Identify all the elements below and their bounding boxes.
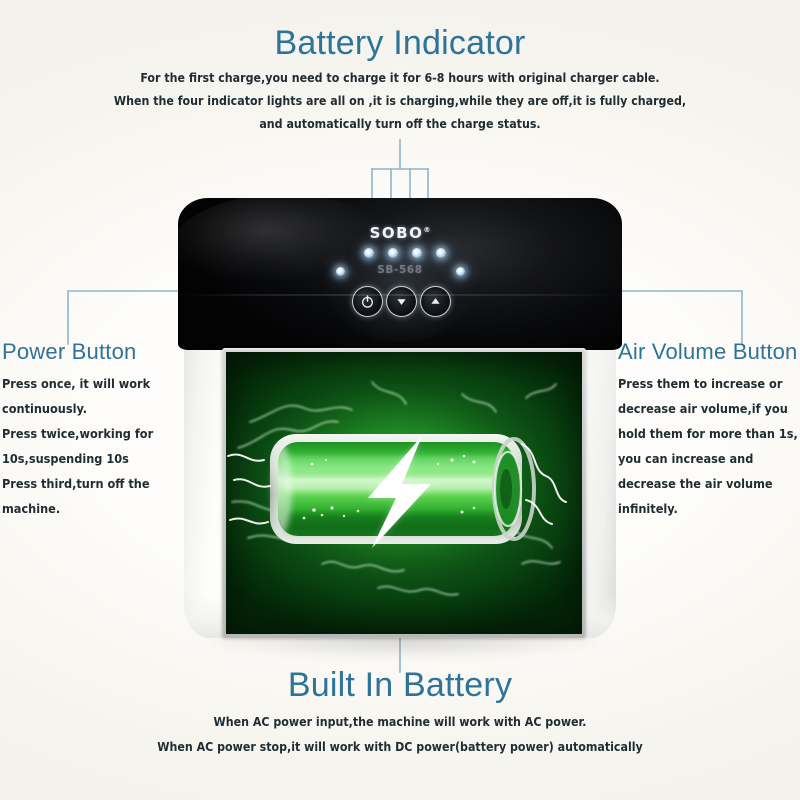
device-screen-frame	[222, 348, 586, 638]
electric-arcs-back	[231, 381, 561, 596]
chevron-up-icon	[428, 294, 443, 309]
chevron-down-icon	[394, 294, 409, 309]
description-line: Press third,turn off the	[2, 476, 150, 492]
power-button-description: Press once, it will work continuously. P…	[2, 371, 180, 521]
description-line: hold them for more than 1s,	[618, 426, 798, 442]
power-button-section: Power Button Press once, it will work co…	[2, 340, 180, 521]
air-volume-button-section: Air Volume Button Press them to increase…	[618, 340, 800, 521]
power-icon	[360, 294, 375, 309]
battery-body	[270, 434, 536, 544]
description-line: 10s,suspending 10s	[2, 451, 129, 467]
description-line: When the four indicator lights are all o…	[113, 93, 687, 108]
built-in-battery-title: Built In Battery	[287, 666, 513, 704]
description-line: decrease air volume,if you	[618, 401, 788, 417]
brand-logo: SOBO®	[330, 224, 470, 242]
decrease-air-volume-button[interactable]	[386, 286, 417, 317]
model-number: SB-568	[377, 264, 423, 276]
indicator-led-1	[364, 248, 374, 258]
control-panel: SOBO® SB-568	[324, 216, 476, 342]
description-line: decrease the air volume	[618, 476, 773, 492]
description-line: For the first charge,you need to charge …	[140, 70, 660, 85]
device-black-housing: SOBO® SB-568	[178, 198, 622, 350]
callout-left	[67, 290, 197, 345]
description-line: continuously.	[2, 401, 88, 417]
product-device-image: SOBO® SB-568	[178, 198, 622, 658]
page-title: Battery Indicator	[274, 24, 526, 62]
description-line: Press twice,working for	[2, 426, 154, 442]
indicator-led-4	[436, 248, 446, 258]
power-button[interactable]	[352, 286, 383, 317]
sparkle-dots	[302, 454, 476, 520]
description-line: Press once, it will work	[2, 376, 151, 392]
air-volume-button-title: Air Volume Button	[618, 339, 798, 364]
indicator-led-side-left	[336, 267, 345, 276]
indicator-led-3	[412, 248, 422, 258]
indicator-led-2	[388, 248, 398, 258]
brand-name: SOBO	[369, 224, 424, 242]
indicator-led-side-right	[456, 267, 465, 276]
description-line: and automatically turn off the charge st…	[259, 116, 541, 131]
description-line: infinitely.	[618, 501, 678, 517]
description-line: machine.	[2, 501, 61, 517]
battery-artwork	[227, 372, 567, 596]
description-line: Press them to increase or	[618, 376, 783, 392]
description-line: When AC power input,the machine will wor…	[213, 714, 587, 729]
panel-glow	[324, 216, 476, 342]
registered-trademark-icon: ®	[423, 226, 431, 234]
battery-indicator-description: For the first charge,you need to charge …	[0, 67, 800, 136]
increase-air-volume-button[interactable]	[420, 286, 451, 317]
built-in-battery-description: When AC power input,the machine will wor…	[0, 710, 800, 760]
air-volume-button-description: Press them to increase or decrease air v…	[618, 371, 800, 521]
built-in-battery-section: Built In Battery When AC power input,the…	[0, 666, 800, 760]
battery-indicator-section: Battery Indicator For the first charge,y…	[0, 24, 800, 136]
power-button-title: Power Button	[2, 339, 137, 364]
description-line: When AC power stop,it will work with DC …	[157, 739, 643, 754]
description-line: you can increase and	[618, 451, 754, 467]
device-screen	[226, 352, 582, 634]
lightning-bolt-icon	[368, 436, 431, 548]
electric-arcs-front	[227, 443, 567, 525]
